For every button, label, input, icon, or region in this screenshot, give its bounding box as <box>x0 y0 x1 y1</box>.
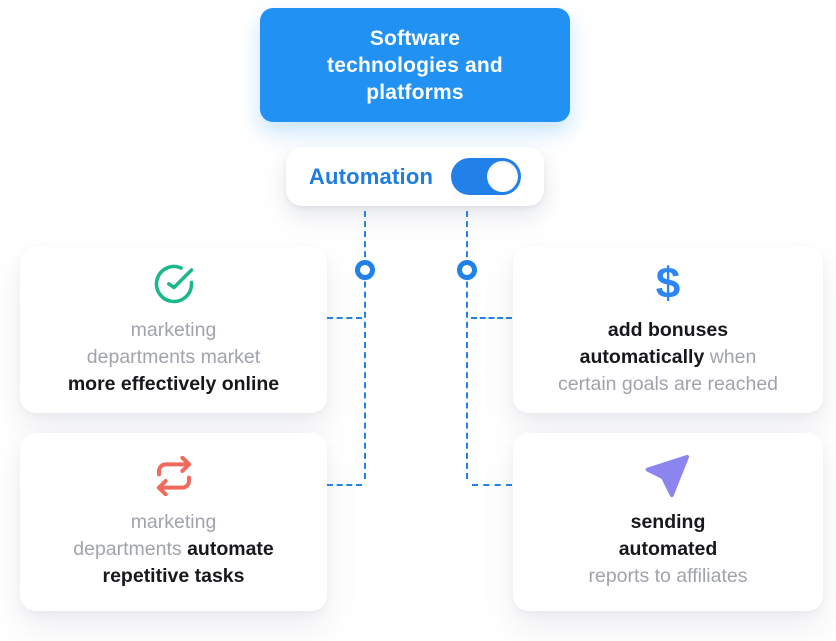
automation-pill: Automation <box>286 147 544 206</box>
connector-vertical-right <box>466 211 468 479</box>
connector-branch-bottom-right <box>472 484 512 486</box>
header-title-line: technologies and <box>327 53 503 77</box>
connector-branch-bottom-left <box>327 484 362 486</box>
dollar-icon: $ <box>655 259 681 308</box>
header-title-line: Software <box>369 26 461 50</box>
connector-branch-top-right <box>471 317 512 319</box>
connector-branch-top-left <box>327 317 362 319</box>
connector-node-icon <box>457 260 477 280</box>
automation-toggle[interactable] <box>451 158 522 195</box>
header-box: Software technologies and platforms <box>260 8 570 122</box>
connector-node-icon <box>355 260 375 280</box>
check-circle-icon <box>153 262 195 306</box>
automation-label: Automation <box>308 163 434 189</box>
send-arrow-icon <box>645 454 691 498</box>
connector-vertical-left <box>364 211 366 479</box>
header-title-line: platforms <box>366 80 464 104</box>
repeat-icon <box>153 454 195 498</box>
toggle-knob <box>487 161 519 192</box>
